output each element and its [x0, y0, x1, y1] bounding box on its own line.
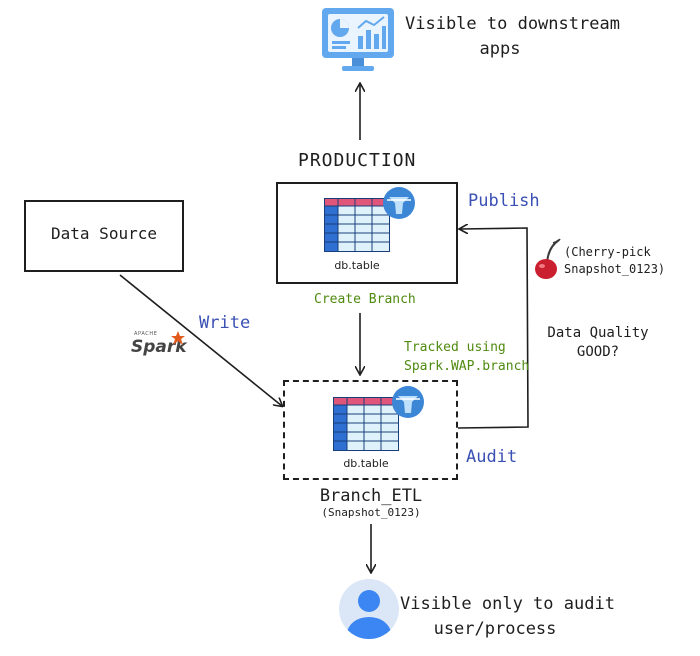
monitor-dashboard-icon [322, 8, 394, 71]
audit-user-label: Visible only to audit user/process [400, 594, 615, 639]
branch-subtitle: (Snapshot_0123) [321, 506, 421, 519]
spark-star-icon [171, 331, 185, 345]
user-avatar-icon [339, 579, 399, 639]
data-source-label: Data Source [51, 224, 157, 243]
arrow-source-to-branch [119, 274, 282, 406]
spark-logo-icon: APACHE Spark [131, 331, 187, 361]
write-label: Write [199, 313, 251, 333]
downstream-apps-label: Visible to downstream apps [405, 14, 620, 59]
cherry-icon [535, 238, 561, 279]
branch-title: Branch_ETL [319, 486, 423, 506]
publish-label: Publish [468, 191, 540, 211]
branch-table-label: db.table [343, 457, 389, 470]
iceberg-logo-icon [383, 187, 415, 219]
cherry-pick-label: (Cherry-pick Snapshot_0123) [564, 245, 666, 276]
audit-label: Audit [466, 447, 518, 467]
production-title: PRODUCTION [298, 150, 417, 171]
table-icon [324, 198, 390, 252]
data-quality-label: Data Quality GOOD? [547, 325, 649, 360]
spark-logo-brand: Spark [131, 337, 187, 357]
arrow-publish-loop [458, 228, 529, 429]
create-branch-label: Create Branch [314, 292, 416, 307]
branch-table-icon [333, 397, 399, 451]
branch-iceberg-logo-icon [392, 386, 424, 418]
tracked-label: Tracked using Spark.WAP.branch [404, 340, 530, 374]
data-source-box [24, 200, 184, 272]
production-table-label: db.table [334, 259, 380, 272]
spark-logo-prefix: APACHE [134, 331, 158, 337]
